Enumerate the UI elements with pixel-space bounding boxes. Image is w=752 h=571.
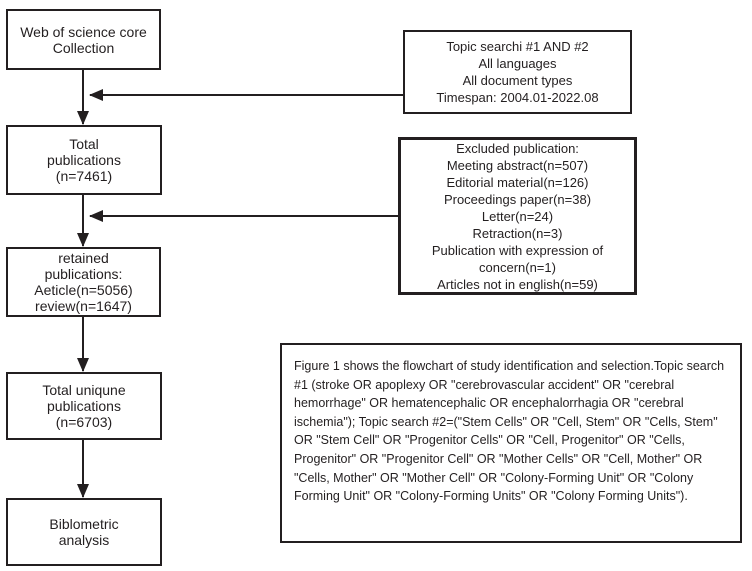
node-search-criteria: Topic searchi #1 AND #2 All languages Al… bbox=[403, 30, 632, 114]
node-retained-publications: retained publications: Aeticle(n=5056) r… bbox=[6, 247, 161, 317]
node-web-of-science: Web of science core Collection bbox=[6, 9, 161, 70]
node-total-publications: Total publications (n=7461) bbox=[6, 125, 162, 195]
figure-caption: Figure 1 shows the flowchart of study id… bbox=[280, 343, 742, 543]
node-bibliometric-analysis: Biblometric analysis bbox=[6, 498, 162, 566]
node-excluded-publications: Excluded publication: Meeting abstract(n… bbox=[398, 137, 637, 295]
node-total-unique-publications: Total uniqune publications (n=6703) bbox=[6, 372, 162, 440]
